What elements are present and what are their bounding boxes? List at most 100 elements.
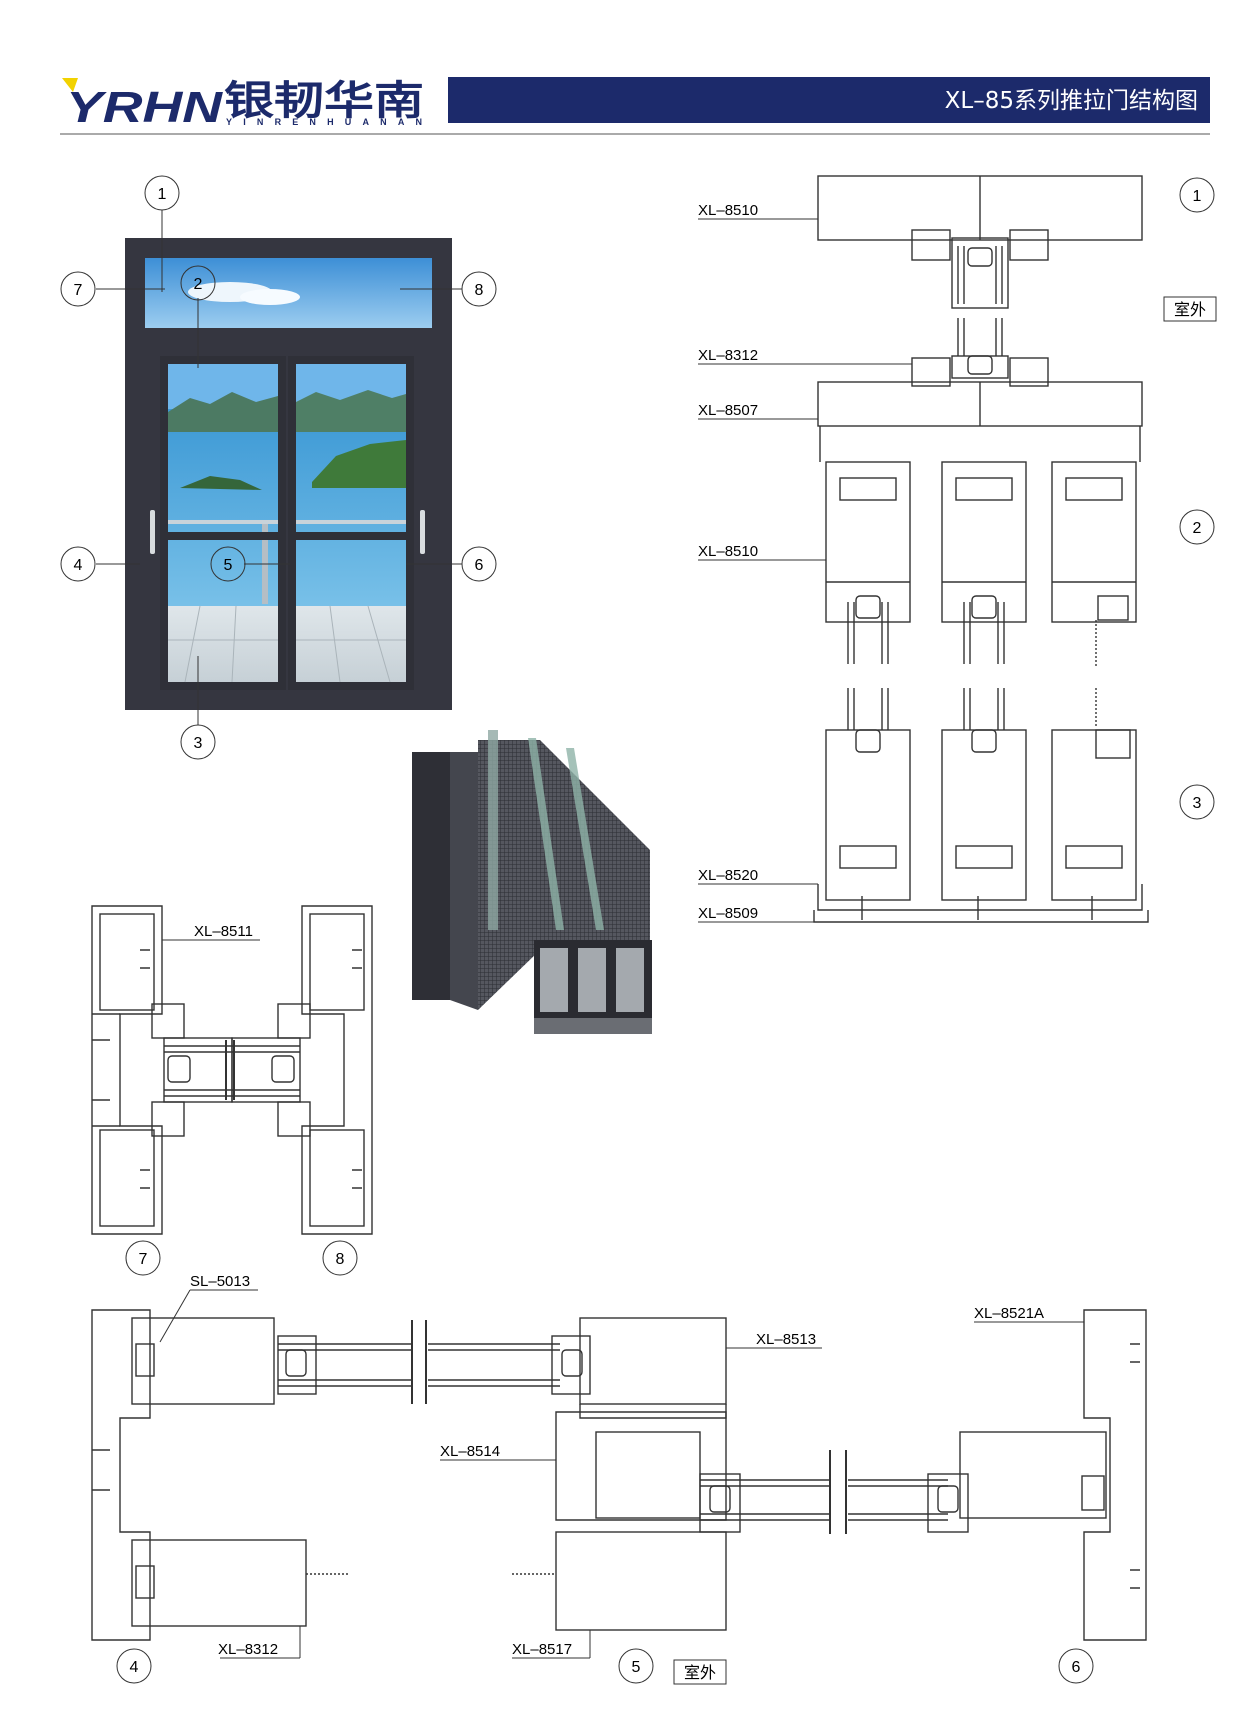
label-xl8513: XL–8513	[756, 1331, 816, 1348]
callout-b4: 4	[116, 1648, 152, 1684]
profile-chamber-1	[540, 948, 568, 1012]
right-section-labels: XL–8510 XL–8312 XL–8507 XL–8510 XL–8520 …	[698, 177, 1217, 923]
callout-3: 3	[180, 724, 216, 760]
profile-chamber-3	[616, 948, 644, 1012]
callout-1: 1	[144, 175, 180, 211]
sash-2-upper	[941, 461, 1027, 623]
right-mullion-frame	[301, 905, 373, 1235]
right-sash	[959, 1431, 1107, 1519]
svg-text:6: 6	[475, 557, 484, 574]
callout-r1: 1	[1179, 177, 1215, 213]
transom-bar	[145, 328, 432, 344]
svg-text:2: 2	[1193, 520, 1202, 537]
sill-profile-8520	[817, 884, 1143, 911]
callout-m7: 7	[125, 1240, 161, 1276]
svg-text:3: 3	[194, 735, 203, 752]
label-xl8509: XL–8509	[698, 905, 758, 922]
callout-5: 5	[210, 546, 246, 582]
callout-6: 6	[461, 546, 497, 582]
sill-profile-8509	[813, 910, 1149, 923]
profile-track	[534, 1018, 652, 1034]
floor-right	[296, 606, 406, 682]
left-glazing-bead	[163, 1037, 233, 1103]
svg-text:1: 1	[1193, 188, 1202, 205]
callout-4: 4	[60, 546, 96, 582]
mullion-section-labels: XL–8511 7 8	[125, 923, 358, 1276]
sash-1-upper	[825, 461, 911, 623]
left-mullion-frame	[91, 905, 163, 1235]
label-sl5013: SL–5013	[190, 1273, 250, 1290]
label-xl8521a: XL–8521A	[974, 1305, 1044, 1322]
door-callouts	[96, 210, 462, 726]
mullion-section-drawing	[91, 905, 373, 1235]
mountains-left	[168, 392, 278, 432]
profile-3d-cutaway	[412, 730, 652, 1034]
island-right	[312, 440, 406, 488]
svg-text:5: 5	[224, 557, 233, 574]
interlock-lower	[555, 1531, 727, 1631]
callout-m8: 8	[322, 1240, 358, 1276]
door-callout-circles: 1 2 3 4 5 6 7 8	[60, 175, 497, 760]
sash-8513	[579, 1317, 727, 1405]
outdoor-tag: 室外	[1174, 300, 1206, 319]
profile-chamber-2	[578, 948, 606, 1012]
bottom-section-drawing	[91, 1309, 1147, 1641]
callout-b5: 5	[618, 1648, 654, 1684]
glass-pane-3	[566, 748, 604, 930]
outdoor-tag-box-bottom	[673, 1659, 727, 1685]
right-mid-rail	[296, 532, 406, 540]
svg-text:1: 1	[158, 186, 167, 203]
sash-group-lower	[813, 688, 1149, 923]
clip-8312-left	[911, 357, 951, 387]
label-xl8312-bottom: XL–8312	[218, 1641, 278, 1658]
top-clip-left	[911, 229, 951, 261]
sash-3-upper	[1051, 461, 1137, 623]
glass-pane-1	[488, 730, 498, 930]
left-jamb-frame	[91, 1309, 151, 1641]
island-left	[180, 476, 262, 490]
railing-right	[296, 520, 406, 524]
mountains-right	[296, 390, 406, 432]
svg-text:5: 5	[632, 1659, 641, 1676]
left-upper-sash	[131, 1317, 275, 1405]
callout-r3: 3	[1179, 784, 1215, 820]
label-xl8510-top: XL–8510	[698, 202, 758, 219]
left-mid-rail	[168, 532, 278, 540]
svg-text:8: 8	[336, 1251, 345, 1268]
left-handle	[150, 510, 155, 554]
label-xl8312: XL–8312	[698, 347, 758, 364]
door-illustration	[125, 238, 452, 710]
right-jamb-frame	[1083, 1309, 1147, 1641]
railing-left	[168, 520, 278, 524]
svg-text:4: 4	[74, 557, 83, 574]
header: YRHN 银韧华南 YINRENHUANAN XL–85系列推拉门结构图	[60, 77, 1210, 135]
logo: YRHN 银韧华南 YINRENHUANAN	[62, 78, 424, 132]
logo-chinese-name: 银韧华南	[224, 78, 424, 124]
svg-text:4: 4	[130, 1659, 139, 1676]
page-title: XL–85系列推拉门结构图	[945, 88, 1198, 114]
callout-b6: 6	[1058, 1648, 1094, 1684]
title-bar	[448, 77, 1210, 123]
bottom-section-labels: SL–5013 XL–8513 XL–8521A XL–8514 XL–8312…	[116, 1273, 1094, 1685]
outdoor-tag-bottom: 室外	[684, 1663, 716, 1682]
callout-r2: 2	[1179, 509, 1215, 545]
clip-8312-right	[1009, 357, 1049, 387]
right-section-drawing	[813, 175, 1149, 923]
label-xl8510-mid: XL–8510	[698, 543, 758, 560]
glass-pane-2	[528, 738, 564, 930]
sash-1-lower	[825, 729, 911, 901]
svg-text:6: 6	[1072, 1659, 1081, 1676]
callout-7: 7	[60, 271, 96, 307]
label-xl8517: XL–8517	[512, 1641, 572, 1658]
left-lower-sash	[131, 1539, 307, 1627]
profile-frame-face	[450, 752, 478, 1010]
svg-text:7: 7	[74, 282, 83, 299]
callout-2: 2	[180, 265, 216, 301]
svg-text:8: 8	[475, 282, 484, 299]
floor-tiles	[168, 605, 406, 683]
top-glazing	[951, 237, 1009, 309]
right-handle	[420, 510, 425, 554]
right-glazing-bead	[231, 1037, 301, 1103]
